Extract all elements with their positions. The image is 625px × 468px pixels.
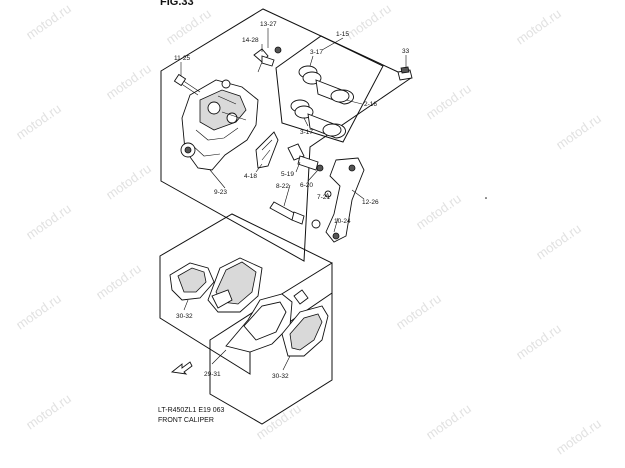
- callout-8-22: 8-22: [276, 183, 289, 190]
- watermark: motod.ru: [393, 291, 444, 333]
- callout-6-20: 6-20: [300, 182, 313, 189]
- caliper-assembly-frame: [160, 8, 413, 262]
- callout-2-16: 2-16: [364, 101, 377, 108]
- callout-4-18: 4-18: [244, 173, 257, 180]
- watermark: motod.ru: [103, 161, 154, 203]
- pad-spring: [255, 131, 279, 169]
- watermark: motod.ru: [23, 201, 74, 243]
- caliper-bolt: [173, 73, 201, 96]
- watermark: motod.ru: [13, 291, 64, 333]
- slide-pins-and-boots: [269, 143, 332, 229]
- callout-9-23: 9-23: [214, 189, 227, 196]
- callout-30-32-right: 30-32: [272, 373, 289, 380]
- callout-5-19: 5-19: [281, 171, 294, 178]
- callout-33: 33: [402, 48, 410, 55]
- leader-lines-lower: [183, 299, 291, 371]
- caption-model-code: LT-R450ZL1 E19 063: [158, 407, 225, 414]
- brake-pad-set-1: [169, 257, 263, 313]
- callout-29-31: 29-31: [204, 371, 221, 378]
- callout-14-28: 14-28: [242, 37, 259, 44]
- watermark: motod.ru: [423, 401, 474, 443]
- pistons-and-seals: [290, 65, 354, 139]
- watermark: motod.ru: [513, 6, 564, 48]
- callout-labels: 13-27 14-28 1-15 11-25 3-17 2-16 3-17 33…: [174, 21, 410, 380]
- callout-11-25: 11-25: [174, 55, 191, 62]
- front-arrow-icon: [170, 361, 193, 375]
- watermark: motod.ru: [513, 321, 564, 363]
- watermark: motod.ru: [23, 391, 74, 433]
- watermark: motod.ru: [13, 101, 64, 143]
- watermark: motod.ru: [23, 1, 74, 43]
- watermark: motod.ru: [343, 1, 394, 43]
- watermark: motod.ru: [533, 221, 584, 263]
- callout-10-24: 10-24: [334, 218, 351, 225]
- brake-pad-set-2: [225, 289, 329, 357]
- watermark: motod.ru: [553, 111, 604, 153]
- callout-13-27: 13-27: [260, 21, 277, 28]
- watermark: motod.ru: [93, 261, 144, 303]
- diagram-caption: LT-R450ZL1 E19 063 FRONT CALIPER: [158, 407, 225, 424]
- watermark: motod.ru: [163, 6, 214, 48]
- watermark: motod.ru: [423, 81, 474, 123]
- callout-12-26: 12-26: [362, 199, 379, 206]
- figure-title: FIG.33: [160, 0, 194, 8]
- caption-name: FRONT CALIPER: [158, 417, 214, 424]
- mounting-bolt: [397, 66, 413, 81]
- callout-7-21: 7-21: [317, 194, 330, 201]
- callout-3-17-top: 3-17: [310, 49, 323, 56]
- leader-lines: [180, 28, 407, 233]
- watermark: motod.ru: [413, 191, 464, 233]
- callout-30-32-left: 30-32: [176, 313, 193, 320]
- watermark: motod.ru: [553, 416, 604, 458]
- callout-1-15: 1-15: [336, 31, 349, 38]
- stray-dot: [485, 197, 487, 199]
- callout-3-17-bottom: 3-17: [300, 129, 313, 136]
- bleeder-valve: [253, 46, 282, 73]
- watermark: motod.ru: [253, 401, 304, 443]
- caliper-body: [180, 79, 259, 171]
- watermark: motod.ru: [103, 61, 154, 103]
- caliper-bracket: [325, 157, 365, 243]
